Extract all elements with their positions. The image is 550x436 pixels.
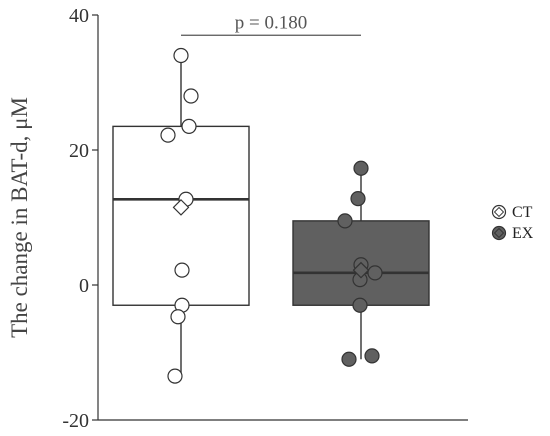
- y-tick-label: 20: [69, 140, 89, 162]
- y-axis-label: The change in BAT-d, μM: [7, 97, 32, 338]
- data-point: [352, 297, 368, 313]
- legend-swatch: [491, 204, 507, 220]
- legend-item-ex: EX: [491, 225, 534, 242]
- y-ticks: -20 0 20 40: [62, 5, 98, 432]
- boxes: [112, 47, 430, 384]
- legend-swatch-diamond: [493, 227, 505, 239]
- mean-marker: [172, 199, 190, 216]
- legend-item-ct: CT: [491, 204, 533, 221]
- legend-label: CT: [512, 204, 533, 221]
- data-point: [174, 262, 190, 278]
- p-value-annotation: p = 0.180: [181, 12, 361, 36]
- legend-swatch-diamond: [493, 206, 505, 218]
- data-point: [173, 47, 189, 64]
- data-point: [183, 88, 199, 104]
- data-point: [364, 348, 380, 364]
- data-point: [170, 309, 186, 325]
- mean-marker: [352, 261, 370, 279]
- data-point: [353, 160, 369, 176]
- axes: -20 0 20 40 The change in BAT-d, μM: [7, 5, 468, 432]
- box-iqr: [112, 125, 250, 306]
- y-tick-label: -20: [62, 410, 89, 432]
- p-value-label: p = 0.180: [235, 12, 307, 33]
- box-group-ct: [112, 47, 250, 384]
- data-point: [367, 265, 383, 281]
- data-point: [337, 213, 353, 229]
- box-group-ex: [292, 160, 430, 367]
- data-point: [350, 191, 366, 207]
- data-point: [167, 368, 183, 384]
- y-tick-label: 0: [79, 275, 89, 297]
- data-point: [341, 351, 357, 367]
- legend: CT EX: [491, 204, 534, 242]
- legend-swatch: [491, 225, 507, 241]
- data-point: [160, 127, 176, 143]
- legend-label: EX: [512, 225, 534, 242]
- y-tick-label: 40: [69, 5, 89, 27]
- data-point: [181, 118, 197, 134]
